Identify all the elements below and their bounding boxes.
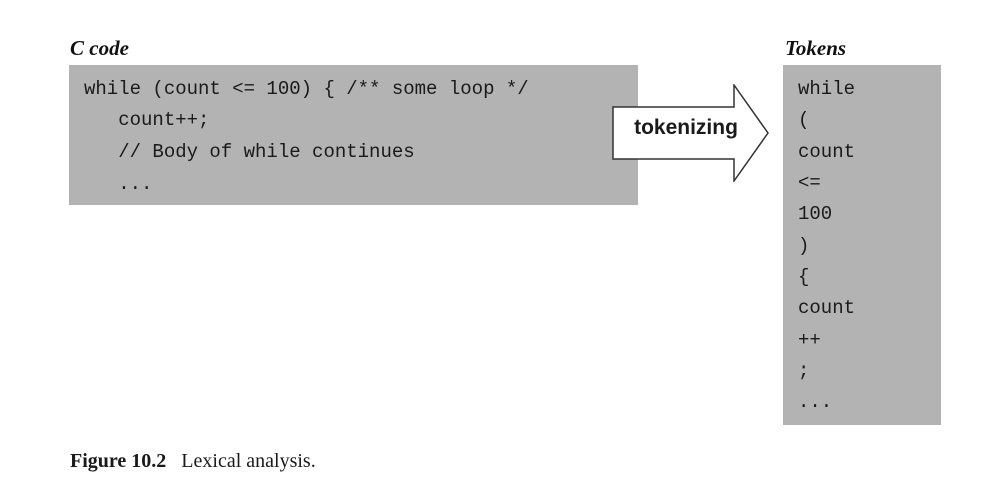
token: 100 bbox=[798, 203, 833, 225]
token: count bbox=[798, 297, 856, 319]
token: count bbox=[798, 141, 856, 163]
tokenizing-arrow bbox=[612, 84, 769, 182]
tokens-box: while ( count <= 100 ) { count ++ ; ... bbox=[783, 65, 941, 425]
code-line: // Body of while continues bbox=[84, 141, 415, 163]
token: ( bbox=[798, 109, 810, 131]
token: ... bbox=[798, 391, 833, 413]
figure-number: Figure 10.2 bbox=[70, 450, 167, 472]
c-code-heading: C code bbox=[70, 36, 129, 60]
arrow-shape bbox=[612, 84, 769, 182]
arrow-label: tokenizing bbox=[634, 116, 738, 139]
token: ; bbox=[798, 360, 810, 382]
code-line: count++; bbox=[84, 109, 210, 131]
token: <= bbox=[798, 172, 821, 194]
token: { bbox=[798, 266, 810, 288]
tokens-heading: Tokens bbox=[785, 36, 847, 60]
token: while bbox=[798, 78, 856, 100]
figure-caption-text: Lexical analysis. bbox=[181, 450, 316, 472]
token: ) bbox=[798, 235, 810, 257]
code-line: ... bbox=[84, 173, 153, 195]
figure-caption: Figure 10.2 Lexical analysis. bbox=[70, 451, 316, 471]
code-line: while (count <= 100) { /** some loop */ bbox=[84, 78, 529, 100]
code-box: while (count <= 100) { /** some loop */ … bbox=[69, 65, 638, 205]
token: ++ bbox=[798, 329, 821, 351]
